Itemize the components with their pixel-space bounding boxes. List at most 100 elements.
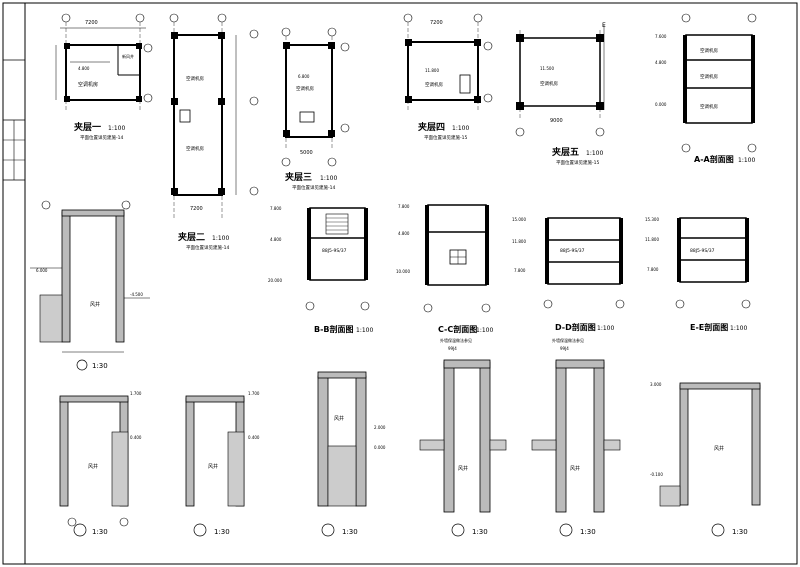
section-bb: 88J5-9S/37 7.800 4.800 20.000 B-B剖面图 1:1… bbox=[268, 206, 373, 334]
elev-ee-bottom: 7.800 bbox=[647, 267, 659, 272]
room-det6: 风井 bbox=[570, 465, 580, 472]
dim-mezz4-width: 7200 bbox=[430, 20, 443, 26]
dim-mezz1-width: 7200 bbox=[85, 20, 98, 26]
note-mezz3: 平面位置详见建施-14 bbox=[292, 184, 335, 191]
title-mezz3: 夹层三 bbox=[285, 171, 312, 183]
room-det7: 风井 bbox=[714, 445, 724, 452]
scale-det4: 1:30 bbox=[342, 528, 358, 536]
note-mezz2: 平面位置详见建施-14 bbox=[186, 244, 229, 251]
section-dd: 88J5-9S/37 15.000 11.800 7.800 D-D剖面图 1:… bbox=[512, 217, 625, 332]
elev-dd-mid: 11.800 bbox=[512, 239, 526, 244]
plan-mezz4: 7200 11.800 空调机房 夹层四 1:100 平面位置详见建施-15 bbox=[403, 13, 493, 141]
scale-bb: 1:100 bbox=[356, 327, 373, 334]
scale-mezz3: 1:100 bbox=[320, 175, 337, 182]
title-aa: A-A剖面图 bbox=[694, 154, 734, 164]
section-cc: 7.800 4.800 10.000 C-C剖面图 1:100 bbox=[396, 204, 493, 334]
title-ee: E-E剖面图 bbox=[690, 322, 728, 332]
note-det5: 外墙保温做法参见 bbox=[440, 337, 472, 343]
scale-dd: 1:100 bbox=[597, 325, 614, 332]
scale-mezz1: 1:100 bbox=[108, 125, 125, 132]
plan-mezz2: 空调机房 空调机房 7200 夹层二 1:100 平面位置详见建施-14 bbox=[169, 13, 259, 251]
room-aa-2: 空调机房 bbox=[700, 73, 718, 80]
scale-ee: 1:100 bbox=[730, 325, 747, 332]
elev-det4-b: 0.000 bbox=[374, 445, 386, 450]
scale-cc: 1:100 bbox=[476, 327, 493, 334]
detail-5: 风井 外墙保温做法参见 99J4 1:30 bbox=[419, 337, 507, 537]
elev-det1: 6.000 bbox=[36, 268, 48, 273]
room-det2: 风井 bbox=[88, 463, 98, 470]
title-cc: C-C剖面图 bbox=[438, 324, 477, 334]
elev-det7: 3.000 bbox=[650, 382, 662, 387]
plan-mezz1: 7200 4.800 空调机房 新风井 夹层一 1:100 平面位置详见建施-1… bbox=[55, 13, 153, 141]
elev-mezz4: 11.800 bbox=[425, 68, 439, 73]
room-mezz3: 空调机房 bbox=[296, 85, 314, 92]
elev-dd-bottom: 7.800 bbox=[514, 268, 526, 273]
detail-7: 风井 3.000 -0.100 1:30 bbox=[650, 382, 761, 537]
elev-bb-mid: 4.800 bbox=[270, 237, 282, 242]
room-mezz4: 空调机房 bbox=[425, 81, 443, 88]
elev-det2-b: 0.400 bbox=[130, 435, 142, 440]
plan-mezz5: E 11.500 空调机房 9000 夹层五 1:100 平面位置详见建施-15 bbox=[515, 22, 606, 166]
elev-det3-b: 0.400 bbox=[248, 435, 260, 440]
scale-det5: 1:30 bbox=[472, 528, 488, 536]
elev-det3: 1.700 bbox=[248, 391, 260, 396]
title-mezz1: 夹层一 bbox=[74, 121, 101, 133]
elev-aa-top: 7.600 bbox=[655, 34, 667, 39]
scale-aa: 1:100 bbox=[738, 157, 755, 164]
elev-mezz1: 4.800 bbox=[78, 66, 90, 71]
title-mezz2: 夹层二 bbox=[178, 231, 205, 243]
room-mezz1-b: 新风井 bbox=[122, 53, 134, 59]
elev-cc-top: 7.800 bbox=[398, 204, 410, 209]
elev-det2: 1.700 bbox=[130, 391, 142, 396]
detail-1: 风井 6.000 -4.500 1:30 bbox=[30, 200, 150, 371]
scale-det2: 1:30 bbox=[92, 528, 108, 536]
note-mezz4: 平面位置详见建施-15 bbox=[424, 134, 467, 141]
elev-bb-bottom: 20.000 bbox=[268, 278, 282, 283]
detail-2: 风井 1.700 0.400 1:30 bbox=[59, 391, 142, 537]
scale-mezz4: 1:100 bbox=[452, 125, 469, 132]
room-det1: 风井 bbox=[90, 301, 100, 308]
room-mezz2-b: 空调机房 bbox=[186, 145, 204, 152]
elev-dd-top: 15.000 bbox=[512, 217, 526, 222]
elev-ee-top: 15.300 bbox=[645, 217, 659, 222]
plan-mezz3: 6.800 空调机房 5000 夹层三 1:100 平面位置详见建施-14 bbox=[281, 27, 350, 191]
scale-det6: 1:30 bbox=[580, 528, 596, 536]
detail-3: 风井 1.700 0.400 1:30 bbox=[185, 391, 260, 537]
note-bb: 88J5-9S/37 bbox=[322, 248, 347, 254]
elev-mezz3: 6.800 bbox=[298, 74, 310, 79]
note-mezz5: 平面位置详见建施-15 bbox=[556, 159, 599, 166]
room-aa-3: 空调机房 bbox=[700, 103, 718, 110]
elev-cc-mid: 4.800 bbox=[398, 231, 410, 236]
note-det6: 外墙保温做法参见 bbox=[552, 337, 584, 343]
scale-det1: 1:30 bbox=[92, 362, 108, 370]
scale-mezz5: 1:100 bbox=[586, 150, 603, 157]
room-mezz1: 空调机房 bbox=[78, 81, 98, 88]
section-aa: 7.600 4.800 0.000 空调机房 空调机房 空调机房 A-A剖面图 … bbox=[655, 13, 757, 164]
room-mezz2: 空调机房 bbox=[186, 75, 204, 82]
section-ee: 88J5-9S/37 15.300 11.800 7.800 E-E剖面图 1:… bbox=[645, 217, 751, 332]
note-det6-b: 99J4 bbox=[560, 346, 569, 351]
room-det5: 风井 bbox=[458, 465, 468, 472]
scale-det3: 1:30 bbox=[214, 528, 230, 536]
title-mezz4: 夹层四 bbox=[418, 121, 445, 133]
dim-mezz2-width: 7200 bbox=[190, 206, 203, 212]
note-mezz1: 平面位置详见建施-14 bbox=[80, 134, 123, 141]
elev-cc-bottom: 10.000 bbox=[396, 269, 410, 274]
elev-bb-top: 7.800 bbox=[270, 206, 282, 211]
elev-aa-bottom: 0.000 bbox=[655, 102, 667, 107]
elev-aa-mid: 4.800 bbox=[655, 60, 667, 65]
note-dd: 88J5-9S/37 bbox=[560, 248, 585, 254]
title-dd: D-D剖面图 bbox=[555, 322, 596, 332]
elev-ee-mid: 11.800 bbox=[645, 237, 659, 242]
room-mezz5: 空调机房 bbox=[540, 80, 558, 87]
detail-4: 风井 2.000 0.000 1:30 bbox=[317, 371, 386, 537]
elev-mezz5: 11.500 bbox=[540, 66, 554, 71]
room-det3: 风井 bbox=[208, 463, 218, 470]
room-aa-1: 空调机房 bbox=[700, 47, 718, 54]
scale-det7: 1:30 bbox=[732, 528, 748, 536]
title-mezz5: 夹层五 bbox=[552, 146, 579, 158]
grid-mezz5-e: E bbox=[602, 22, 606, 29]
title-strip bbox=[2, 2, 26, 565]
title-bb: B-B剖面图 bbox=[314, 324, 354, 334]
